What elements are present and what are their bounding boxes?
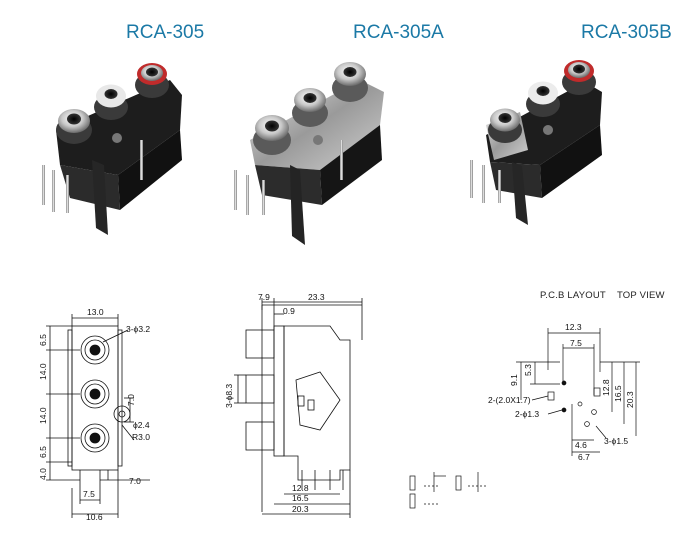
dim-pcb-9-1: 9.1: [509, 374, 519, 386]
dim-pcb-12-3: 12.3: [565, 322, 582, 332]
front-view-drawing: [46, 314, 150, 518]
dim-side-12-8: 12.8: [292, 483, 309, 493]
product-image-rca-305b: [470, 60, 602, 225]
dim-front-6-5-top: 6.5: [38, 334, 48, 346]
dim-pcb-hole-large: 3-ϕ1.5: [604, 436, 628, 446]
dim-side-phi-8-3: 3-ϕ8.3: [224, 384, 234, 408]
dim-jack-spec: 3-ϕ3.2: [126, 324, 150, 334]
dim-front-7-0-side: 7.0: [126, 394, 136, 406]
dim-pcb-slot-spec: 2-(2.0X1.7): [488, 395, 531, 405]
dim-front-14-b: 14.0: [38, 407, 48, 424]
dim-side-16-5: 16.5: [292, 493, 309, 503]
front-view-labels: 13.0 3-ϕ3.2 6.5 14.0 14.0 6.5 4.0 7.0 ϕ2…: [38, 307, 150, 522]
dim-side-20-3: 20.3: [292, 504, 309, 514]
dim-side-23-3: 23.3: [308, 292, 325, 302]
dim-pcb-hole-small: 2-ϕ1.3: [515, 409, 539, 419]
product-image-rca-305a: [234, 62, 384, 245]
product-title-rca-305: RCA-305: [126, 22, 205, 43]
dim-pcb-5-3: 5.3: [523, 364, 533, 376]
dim-side-0-9: 0.9: [283, 306, 295, 316]
dim-pcb-20-3: 20.3: [625, 391, 635, 408]
dim-front-7-5: 7.5: [83, 489, 95, 499]
product-image-rca-305: [42, 63, 182, 235]
dim-front-4-0: 4.0: [38, 468, 48, 480]
product-title-rca-305a: RCA-305A: [353, 22, 444, 43]
dim-front-r3: R3.0: [132, 432, 150, 442]
dim-front-14-a: 14.0: [38, 363, 48, 380]
dim-pcb-4-6: 4.6: [575, 440, 587, 450]
pcb-layout-labels: 12.3 7.5 9.1 5.3 12.8 16.5 20.3 2-(2.0X1…: [488, 322, 635, 462]
dim-front-10-6: 10.6: [86, 512, 103, 522]
dim-front-width: 13.0: [87, 307, 104, 317]
side-view-drawing: [234, 298, 363, 518]
dim-front-6-5-bot: 6.5: [38, 446, 48, 458]
dim-pcb-16-5: 16.5: [613, 385, 623, 402]
dim-front-7-0-bot: 7.0: [129, 476, 141, 486]
dim-side-7-9: 7.9: [258, 292, 270, 302]
side-view-labels: 7.9 23.3 0.9 3-ϕ8.3 12.8 16.5 20.3: [224, 292, 325, 514]
dim-pcb-6-7: 6.7: [578, 452, 590, 462]
dim-front-phi-2-4: ϕ2.4: [133, 420, 150, 430]
dim-pcb-12-8: 12.8: [601, 379, 611, 396]
pcb-layout-drawing: [516, 328, 640, 456]
dim-pcb-7-5: 7.5: [570, 338, 582, 348]
switch-schematic: [409, 472, 486, 509]
pcb-layout-title: P.C.B LAYOUT TOP VIEW: [540, 290, 665, 301]
product-title-rca-305b: RCA-305B: [581, 22, 672, 43]
